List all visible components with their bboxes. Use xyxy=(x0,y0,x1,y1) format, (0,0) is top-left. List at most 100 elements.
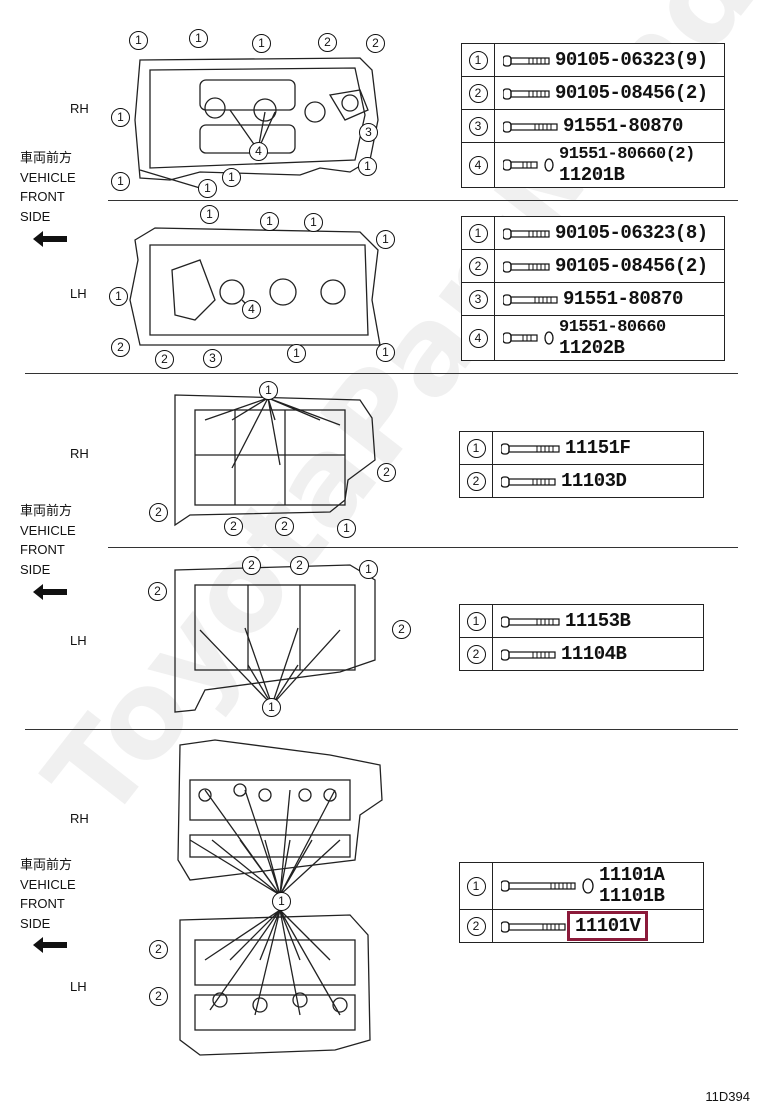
callout-circle-icon: 2 xyxy=(377,463,396,482)
washer-icon xyxy=(544,331,554,345)
callout-circle-icon: 1 xyxy=(129,31,148,50)
direction-line2: FRONT xyxy=(20,542,65,557)
table-row: 1 11151F xyxy=(459,431,704,465)
callout-circle-icon: 1 xyxy=(262,698,281,717)
bolt-icon xyxy=(501,921,566,933)
callout-circle-icon: 1 xyxy=(198,179,217,198)
direction-line2: FRONT xyxy=(20,896,65,911)
table-row: 1 11153B xyxy=(459,604,704,638)
callout-circle-icon: 1 xyxy=(376,230,395,249)
table-row: 2 11101V xyxy=(459,909,704,943)
callout-circle-icon: 1 xyxy=(304,213,323,232)
callout-circle-icon: 2 xyxy=(468,83,488,103)
callout-circle-icon: 4 xyxy=(468,328,488,348)
callout-circle-icon: 2 xyxy=(149,987,168,1006)
bolt-icon xyxy=(503,228,550,240)
callout-circle-icon: 1 xyxy=(287,344,306,363)
part-number-secondary: 11201B xyxy=(559,164,625,186)
part-number: 91551-80870 xyxy=(563,288,683,310)
table-row: 1 90105-06323(9) xyxy=(461,43,725,77)
bolt-icon xyxy=(503,55,550,67)
callout-circle-icon: 1 xyxy=(109,287,128,306)
direction-jp: 車両前方 xyxy=(20,503,73,518)
callout-circle-icon: 2 xyxy=(275,517,294,536)
bolt-icon xyxy=(501,649,556,661)
lh-cam-housing-drawing xyxy=(174,564,376,713)
part-number: 11103D xyxy=(561,470,627,492)
divider xyxy=(25,729,738,730)
callout-circle-icon: 1 xyxy=(466,438,486,458)
callout-circle-icon: 1 xyxy=(259,381,278,400)
part-number: 11101A xyxy=(599,864,665,886)
callout-circle-icon: 2 xyxy=(148,582,167,601)
callout-circle-icon: 3 xyxy=(359,123,378,142)
part-number-secondary: 11202B xyxy=(559,337,625,359)
callout-circle-icon: 2 xyxy=(290,556,309,575)
bolt-icon xyxy=(501,616,560,628)
rh-head-cover-drawing xyxy=(134,57,379,189)
callout-circle-icon: 1 xyxy=(376,343,395,362)
parts-table-lh-head-cover: 1 90105-06323(8) 2 90105-08456(2) 3 9155… xyxy=(461,216,725,361)
part-number: 90105-08456(2) xyxy=(555,82,708,104)
part-number: 91551-80870 xyxy=(563,115,683,137)
washer-icon xyxy=(544,158,554,172)
callout-circle-icon: 4 xyxy=(249,142,268,161)
callout-circle-icon: 2 xyxy=(466,471,486,491)
direction-line2: FRONT xyxy=(20,189,65,204)
table-row: 3 91551-80870 xyxy=(461,282,725,316)
bolt-icon xyxy=(501,476,556,488)
callout-circle-icon: 2 xyxy=(366,34,385,53)
callout-circle-icon: 1 xyxy=(189,29,208,48)
callout-circle-icon: 1 xyxy=(222,168,241,187)
rh-cam-housing-drawing xyxy=(174,394,376,527)
part-number: 90105-08456(2) xyxy=(555,255,708,277)
callout-circle-icon: 1 xyxy=(272,892,291,911)
vehicle-front-side-label: 車両前方 VEHICLE FRONT SIDE xyxy=(20,855,76,933)
callout-circle-icon: 2 xyxy=(149,940,168,959)
table-row: 2 11104B xyxy=(459,637,704,671)
vehicle-front-side-label: 車両前方 VEHICLE FRONT SIDE xyxy=(20,148,76,226)
bolt-icon xyxy=(503,294,558,306)
table-row: 1 90105-06323(8) xyxy=(461,216,725,250)
direction-line1: VEHICLE xyxy=(20,169,76,185)
callout-circle-icon: 2 xyxy=(111,338,130,357)
part-number: 91551-80660 xyxy=(559,318,666,337)
callout-circle-icon: 2 xyxy=(466,916,486,936)
direction-line1: VEHICLE xyxy=(20,876,76,892)
callout-circle-icon: 1 xyxy=(358,157,377,176)
table-row: 2 90105-08456(2) xyxy=(461,76,725,110)
callout-circle-icon: 1 xyxy=(252,34,271,53)
bolt-icon xyxy=(503,88,550,100)
callout-circle-icon: 3 xyxy=(468,116,488,136)
table-row: 4 91551-80660(2)11201B xyxy=(461,142,725,188)
divider xyxy=(108,200,738,201)
bolt-icon xyxy=(503,332,538,344)
callout-circle-icon: 2 xyxy=(224,517,243,536)
vehicle-front-side-label: 車両前方 VEHICLE FRONT SIDE xyxy=(20,501,76,579)
callout-circle-icon: 1 xyxy=(260,212,279,231)
table-row: 2 11103D xyxy=(459,464,704,498)
part-number: 11104B xyxy=(561,643,627,665)
highlighted-part-number[interactable]: 11101V xyxy=(566,911,649,941)
callout-circle-icon: 2 xyxy=(466,644,486,664)
bolt-icon xyxy=(501,880,576,892)
left-arrow-icon xyxy=(33,231,67,247)
divider xyxy=(25,373,738,374)
side-label-lh: LH xyxy=(70,633,87,648)
table-row: 2 90105-08456(2) xyxy=(461,249,725,283)
parts-table-lh-cam-housing: 1 11153B 2 11104B xyxy=(459,604,704,671)
callout-circle-icon: 4 xyxy=(468,155,488,175)
direction-jp: 車両前方 xyxy=(20,150,73,165)
callout-circle-icon: 2 xyxy=(242,556,261,575)
direction-line1: VEHICLE xyxy=(20,522,76,538)
direction-line3: SIDE xyxy=(20,561,51,577)
bolt-icon xyxy=(503,261,550,273)
washer-icon xyxy=(582,878,594,894)
table-row: 3 91551-80870 xyxy=(461,109,725,143)
parts-table-rh-head-cover: 1 90105-06323(9) 2 90105-08456(2) 3 9155… xyxy=(461,43,725,188)
direction-line3: SIDE xyxy=(20,208,51,224)
callout-circle-icon: 3 xyxy=(203,349,222,368)
